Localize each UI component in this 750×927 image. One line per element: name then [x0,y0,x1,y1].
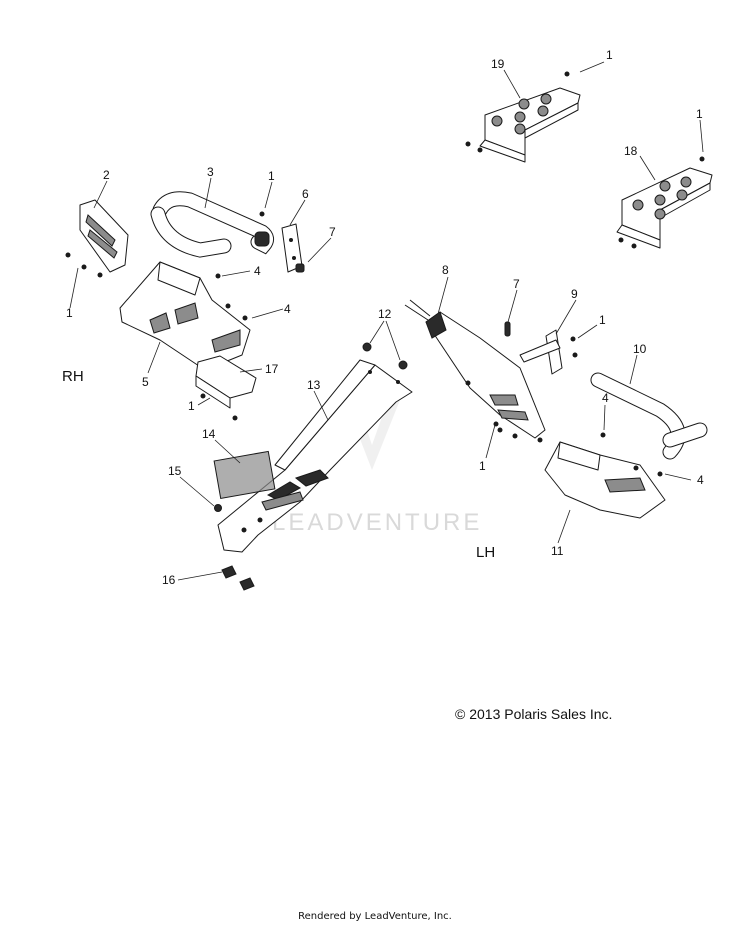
callout-1: 1 [188,399,195,413]
part-3-handle [150,191,275,258]
callout-2: 2 [103,168,110,182]
part-12-nuts [362,342,408,370]
copyright-text: © 2013 Polaris Sales Inc. [455,706,613,722]
part-5-step [119,261,251,371]
callout-13: 13 [307,378,321,392]
callout-3: 3 [207,165,214,179]
callout-14: 14 [202,427,216,441]
leader-lines [69,61,704,581]
callout-1: 1 [599,313,606,327]
callout-1: 1 [66,306,73,320]
callout-4: 4 [284,302,291,316]
callout-6: 6 [302,187,309,201]
callout-17: 17 [265,362,279,376]
part-10-handle [590,372,708,460]
part-8-bracket [404,299,546,443]
callout-9: 9 [571,287,578,301]
callout-19: 19 [491,57,505,71]
callout-4: 4 [254,264,261,278]
callout-4: 4 [602,391,609,405]
side-label-lh: LH [476,544,495,561]
part-14-decal [213,450,276,499]
callout-16: 16 [162,573,176,587]
part-16-clips [221,565,255,591]
callout-4: 4 [697,473,704,487]
callout-18: 18 [624,144,638,158]
part-17-bracket [195,355,257,421]
part-7-bolt [504,321,511,337]
callout-5: 5 [142,375,149,389]
callout-7: 7 [513,277,520,291]
part-11-step [544,432,666,519]
callout-1: 1 [479,459,486,473]
callout-1: 1 [696,107,703,121]
part-18-footrest-plate [616,156,713,249]
part-19-footrest-plate [465,71,581,163]
watermark-text: LEADVENTURE [272,509,482,536]
footer-credit: Rendered by LeadVenture, Inc. [298,911,452,922]
callout-12: 12 [378,307,392,321]
callout-1: 1 [606,48,613,62]
callout-8: 8 [442,263,449,277]
part-13-skid-plate [217,359,413,553]
part-2-bracket [65,199,129,278]
callout-15: 15 [168,464,182,478]
callout-numbers: 19 1 18 1 2 3 1 6 7 4 1 4 5 17 1 12 13 1… [66,48,704,587]
callout-7: 7 [329,225,336,239]
side-label-rh: RH [62,368,84,385]
part-15-screw [214,504,222,512]
part-6-bracket [259,211,305,273]
part-9-mount [519,329,578,375]
callout-10: 10 [633,342,647,356]
callout-1: 1 [268,169,275,183]
callout-11: 11 [551,544,564,558]
